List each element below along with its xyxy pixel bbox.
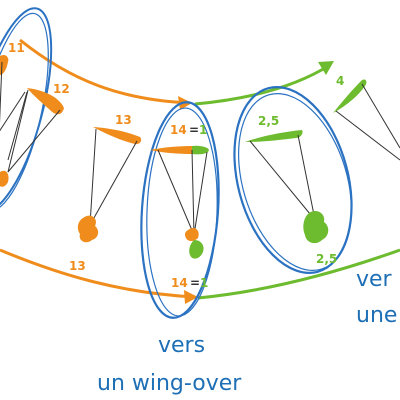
label-14-top-equals: = — [189, 123, 199, 137]
label-14-low-equals: = — [190, 276, 200, 290]
label-12: 12 — [53, 82, 70, 96]
caption-wingover-line2: un wing-over — [97, 371, 242, 396]
caption-right-line2: une — [356, 303, 397, 328]
label-13-pilot: 13 — [69, 259, 86, 273]
label-13-top: 13 — [115, 113, 132, 127]
label-14-low-one: 1 — [200, 276, 208, 290]
label-14-low: 14 — [171, 276, 188, 290]
label-14-top: 14 — [170, 123, 187, 137]
label-11: 11 — [8, 41, 25, 55]
label-2-5-top: 2,5 — [258, 114, 279, 128]
blue-ellipse-right — [233, 86, 353, 274]
blue-ellipse-middle — [140, 101, 220, 319]
glider-11: 11 — [0, 41, 25, 124]
green-top-arrow — [194, 61, 334, 106]
glider-12: 12 — [0, 82, 70, 187]
glider-2-5: 2,5 2,5 — [245, 114, 337, 266]
glider-4: 4 — [333, 74, 400, 161]
label-14-top-one: 1 — [199, 123, 207, 137]
label-2-5-pilot: 2,5 — [316, 252, 337, 266]
orange-bottom-arrow — [0, 248, 198, 304]
label-4: 4 — [336, 74, 344, 88]
caption-wingover-line1: vers — [158, 333, 205, 358]
green-bottom-line — [197, 248, 400, 300]
caption-right-line1: ver — [356, 267, 393, 292]
blue-ellipse-left — [0, 7, 53, 213]
glider-14: 14 = 1 14 = 1 — [150, 123, 209, 290]
glider-13: 13 13 — [69, 113, 142, 273]
